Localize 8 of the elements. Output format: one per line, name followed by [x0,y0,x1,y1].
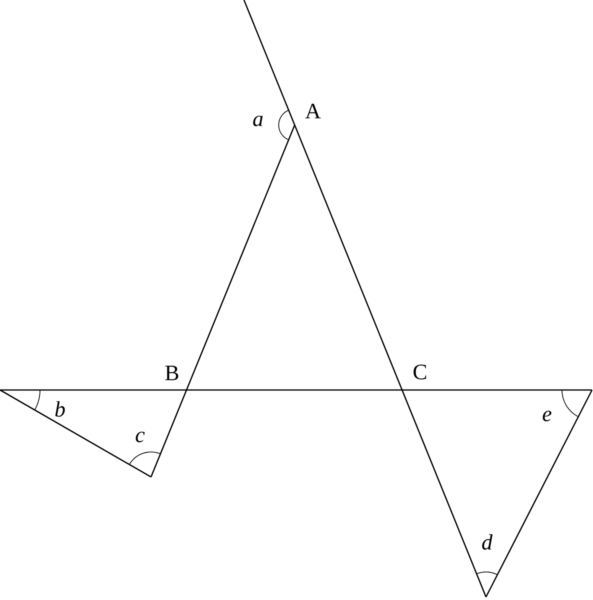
point-label: A [305,104,321,118]
point-label: B [165,366,178,380]
angle-label: a [253,116,263,126]
angle-label: c [136,432,145,442]
angle-label: b [55,401,65,417]
angle-label: e [542,410,552,422]
angle-label: d [482,534,493,550]
point-label: C [414,364,426,380]
